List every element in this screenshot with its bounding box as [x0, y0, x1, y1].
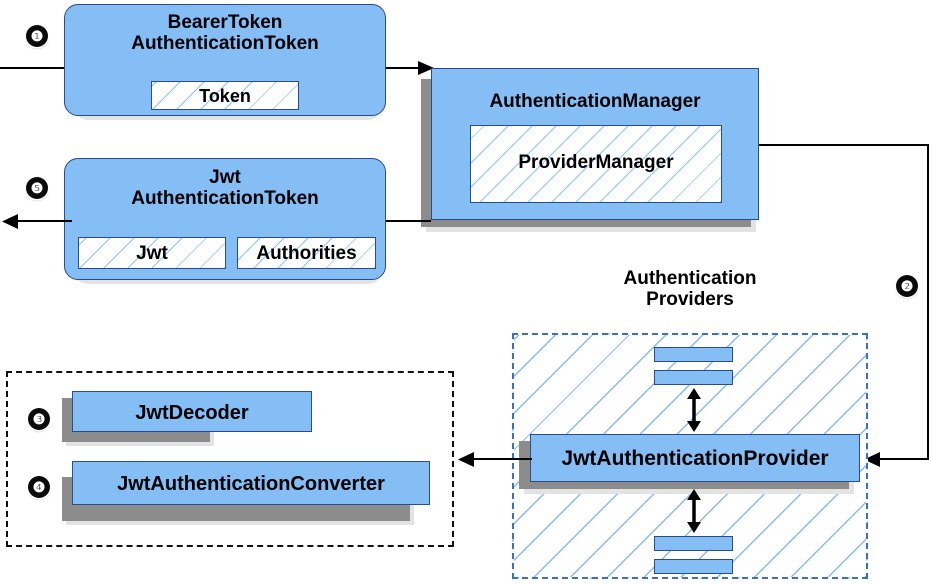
inner-token-label: Token [199, 86, 251, 106]
provider-link-arrow-bottom [687, 489, 701, 533]
step-marker-3: ❸ [28, 408, 50, 430]
response-out-line [16, 220, 72, 222]
inbound-request-line [0, 67, 72, 69]
provider-to-group-line [474, 458, 532, 460]
inner-jwt-label: Jwt [136, 243, 168, 264]
node-jwt-decoder[interactable]: JwtDecoder [72, 391, 312, 432]
manager-to-provider-line-bottom [878, 458, 929, 460]
inner-jwt-box: Jwt [78, 237, 226, 269]
node-jwt-decoder-label: JwtDecoder [135, 402, 249, 424]
provider-stub-top-1 [654, 347, 733, 362]
node-jwt-authentication-provider-label: JwtAuthenticationProvider [561, 447, 829, 470]
node-jwt-authentication-token-label: Jwt AuthenticationToken [131, 167, 319, 210]
provider-stub-bottom-2 [654, 559, 733, 574]
manager-to-jwt-token-line [386, 220, 431, 222]
step-marker-4: ❹ [28, 476, 50, 498]
provider-to-group-arrowhead [458, 452, 474, 467]
node-jwt-authentication-token[interactable]: Jwt AuthenticationToken Jwt Authorities [64, 158, 386, 280]
step-marker-2: ❷ [896, 275, 918, 297]
manager-to-provider-line-top [759, 144, 929, 146]
node-authentication-manager-label: AuthenticationManager [489, 91, 701, 112]
bearer-to-manager-arrowhead [418, 61, 434, 75]
step-marker-1: ❶ [26, 25, 48, 47]
provider-stub-top-2 [654, 370, 733, 385]
step-marker-5: ❺ [26, 177, 48, 199]
provider-link-arrow-top [687, 388, 701, 432]
node-jwt-authentication-provider[interactable]: JwtAuthenticationProvider [530, 434, 860, 482]
response-out-arrowhead [2, 214, 18, 229]
bearer-to-manager-line [386, 67, 424, 69]
inner-provider-manager-box: ProviderManager [470, 125, 722, 203]
node-jwt-authentication-converter[interactable]: JwtAuthenticationConverter [72, 461, 430, 505]
manager-to-provider-line-vertical [927, 144, 929, 459]
inner-authorities-box: Authorities [237, 237, 376, 269]
inner-provider-manager-label: ProviderManager [518, 152, 674, 173]
jwt-support-components-group [6, 371, 454, 547]
inner-token-box: Token [151, 81, 299, 110]
inner-authorities-label: Authorities [256, 243, 357, 264]
manager-to-provider-arrowhead [864, 452, 880, 467]
node-jwt-authentication-converter-label: JwtAuthenticationConverter [117, 473, 385, 495]
node-bearer-token-label: BearerToken AuthenticationToken [131, 12, 319, 55]
node-bearer-token-authentication-token[interactable]: BearerToken AuthenticationToken Token [64, 4, 386, 116]
provider-stub-bottom-1 [654, 536, 733, 551]
node-authentication-manager[interactable]: AuthenticationManager ProviderManager [431, 68, 759, 220]
providers-group-label: Authentication Providers [623, 268, 757, 311]
